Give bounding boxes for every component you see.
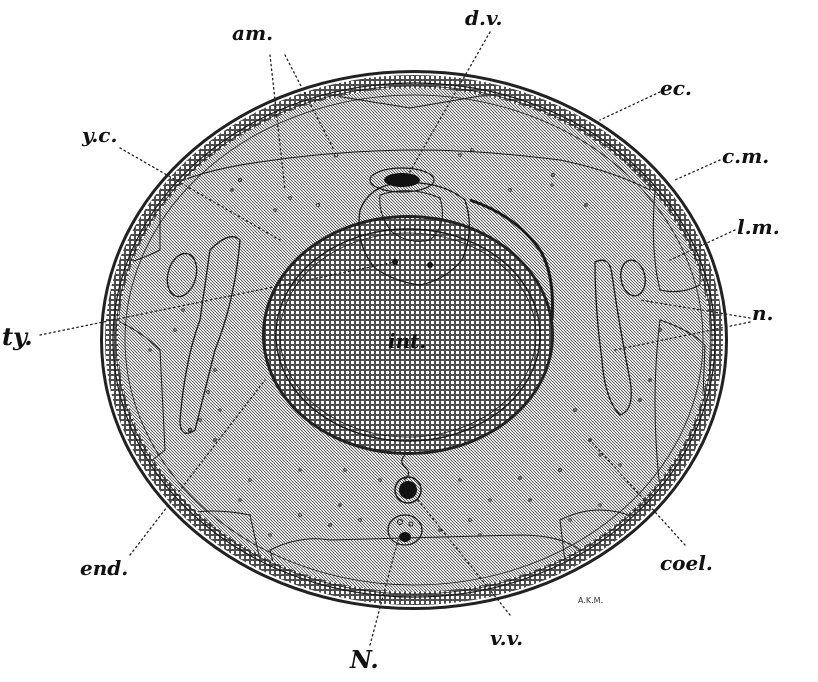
label-am: am. [232, 21, 273, 45]
label-N: N. [349, 645, 379, 674]
label-end: end. [80, 556, 128, 580]
label-ty: ty. [2, 322, 33, 351]
label-dv: d.v. [465, 6, 503, 30]
label-lm: l.m. [737, 215, 780, 239]
label-n: n. [752, 301, 774, 325]
label-yc: y.c. [81, 123, 117, 147]
artist-initials: A.K.M. [578, 596, 603, 605]
label-ec: ec. [660, 76, 692, 100]
label-vv: v.v. [490, 626, 523, 650]
label-int: int. [388, 329, 426, 353]
label-coel: coel. [660, 551, 713, 575]
label-cm: c.m. [722, 144, 769, 168]
